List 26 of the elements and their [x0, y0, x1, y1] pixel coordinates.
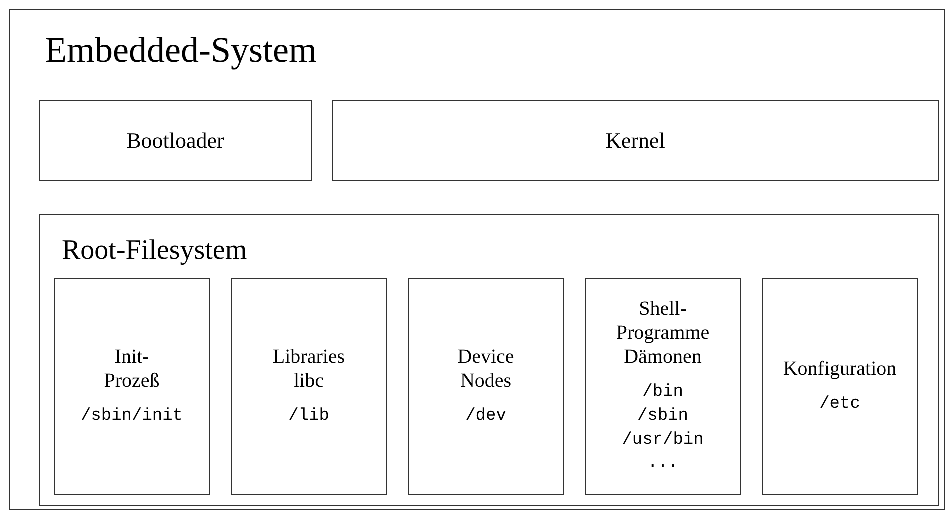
path-label: /sbin/init	[80, 406, 184, 428]
box-label: Shell-Programme Dämonen	[615, 296, 711, 369]
container-box	[39, 214, 939, 506]
component-box	[39, 100, 312, 181]
component-box	[332, 100, 939, 181]
box-label: Kernel	[606, 127, 666, 155]
box-label: Konfiguration	[782, 356, 898, 381]
group-title: Root-Filesystem	[62, 237, 248, 265]
component-box	[762, 278, 918, 495]
path-label: /sbin	[637, 406, 688, 428]
component-box	[54, 278, 210, 495]
component-box	[408, 278, 564, 495]
path-label: ...	[648, 453, 678, 476]
path-label: /lib	[288, 406, 330, 428]
box-label: Libraries libc	[272, 344, 346, 393]
path-label: /bin	[642, 382, 684, 404]
container-heading: Embedded-System	[45, 32, 317, 68]
box-label: Init-Prozeß	[103, 344, 161, 393]
component-box	[231, 278, 387, 495]
component-box	[585, 278, 741, 495]
path-label: /etc	[820, 394, 860, 416]
path-label: /dev	[466, 406, 506, 428]
box-label: Device Nodes	[456, 344, 516, 393]
container-box	[9, 9, 945, 510]
path-label: /usr/bin	[622, 430, 704, 452]
box-label: Bootloader	[126, 127, 224, 155]
